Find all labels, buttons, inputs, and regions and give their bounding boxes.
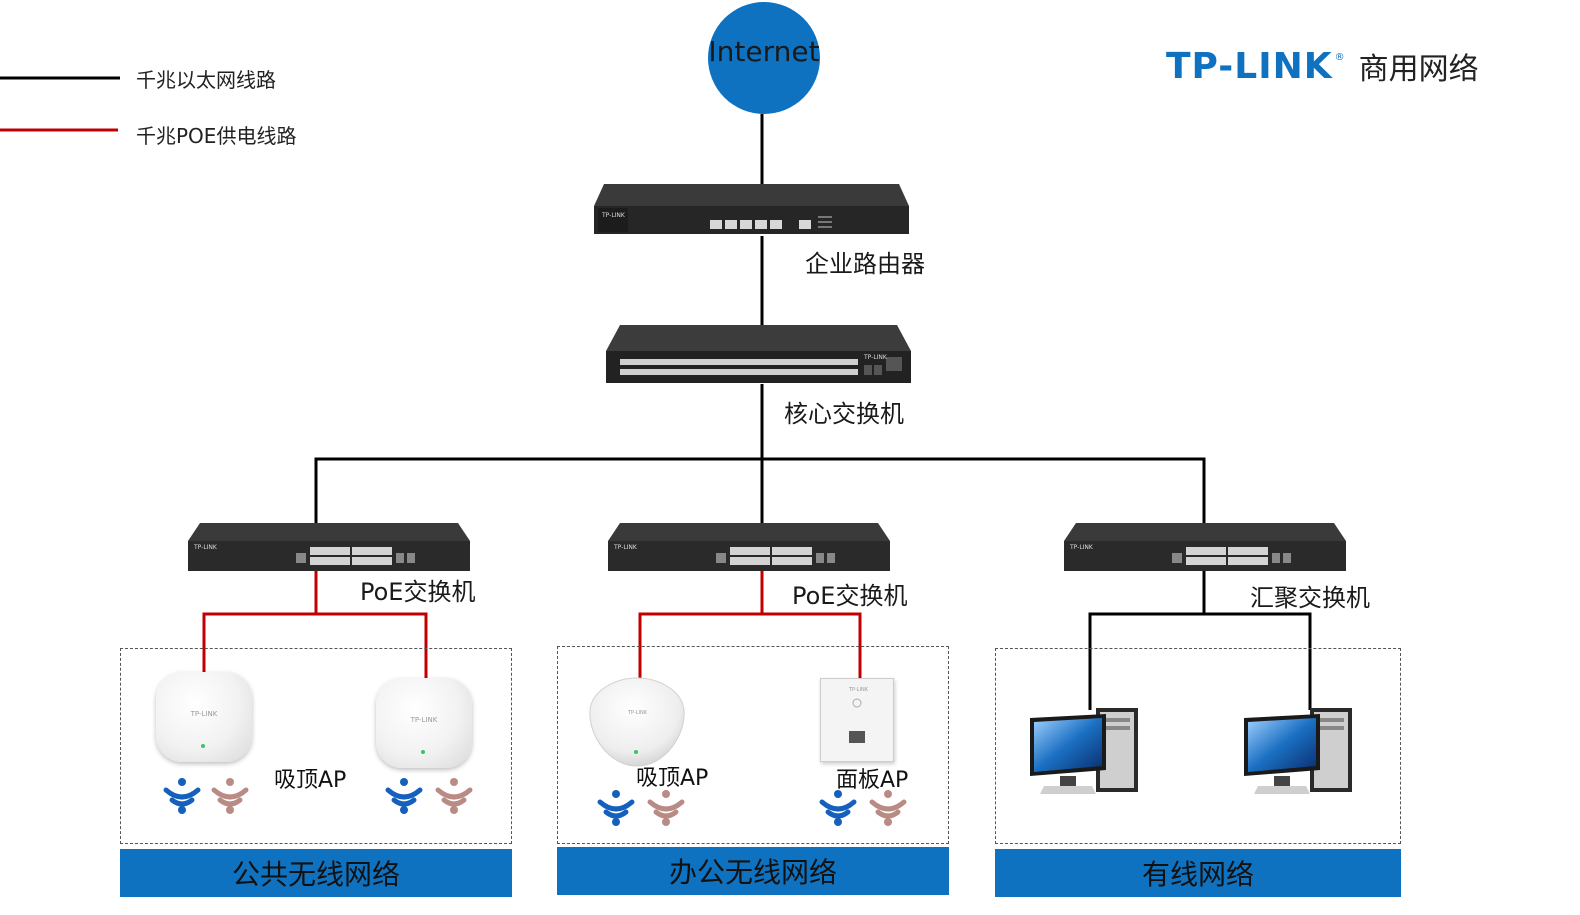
public-wireless-title: 公共无线网络 (231, 858, 400, 891)
brand-logo: TP-LINK ® 商用网络 (1166, 44, 1479, 88)
ap-led (201, 744, 205, 748)
access-point-icon: TP-LINK (589, 677, 685, 767)
core-switch-icon: TP-LINK (606, 325, 911, 383)
aggregation-switch-icon: TP-LINK (1064, 523, 1346, 571)
router-brand-text: TP-LINK (601, 212, 626, 219)
wired-link (1088, 570, 1206, 710)
wifi-signal-icon (869, 790, 907, 826)
desktop-computer-icon (1244, 708, 1352, 794)
wired-title-bar: 有线网络 (995, 849, 1401, 897)
office-wireless-title: 办公无线网络 (668, 856, 837, 889)
access-point-icon: TP-LINK (376, 678, 472, 768)
wired-title: 有线网络 (1141, 858, 1254, 891)
wifi-signal-icon (597, 790, 635, 826)
poe-switch-1-icon: TP-LINK (188, 523, 470, 571)
public-wireless-zone (120, 648, 512, 844)
office-panel-ap-label: 面板AP (836, 768, 909, 793)
office-wireless-title-bar: 办公无线网络 (557, 847, 949, 895)
poe-switch-1-label: PoE交换机 (360, 578, 476, 606)
wifi-signal-icon (819, 790, 857, 826)
wifi-signal-icon (435, 778, 473, 814)
poe-link-office-2 (762, 612, 862, 680)
ap-led (421, 750, 425, 754)
poe-link-public (202, 570, 318, 672)
wifi-signal-icon (647, 790, 685, 826)
poe-switch-2-icon: TP-LINK (608, 523, 890, 571)
wired-zone (995, 648, 1401, 844)
router-icon: TP-LINK (594, 184, 909, 234)
aggregation-switch-label: 汇聚交换机 (1250, 584, 1370, 612)
desktop-computer-icon (1030, 708, 1138, 794)
office-wireless-zone (557, 646, 949, 844)
aggregation-switch-brand-text: TP-LINK (1069, 544, 1094, 551)
distribution-bus (314, 457, 1206, 525)
poe-link-public-2 (316, 612, 428, 684)
legend-poe-label: 千兆POE供电线路 (136, 124, 297, 148)
router-label: 企业路由器 (805, 250, 925, 278)
brand-registered-mark: ® (1334, 51, 1345, 63)
brand-subtitle: 商用网络 (1358, 52, 1479, 87)
internet-node: Internet (708, 2, 820, 114)
core-switch-label: 核心交换机 (784, 400, 904, 428)
wifi-signal-icon (211, 778, 249, 814)
office-ceiling-ap-label: 吸顶AP (636, 766, 709, 791)
access-point-icon: TP-LINK (156, 672, 252, 762)
public-ap-label: 吸顶AP (274, 768, 347, 793)
ap-brand-text: TP-LINK (410, 716, 438, 724)
wired-link-2 (1204, 612, 1312, 710)
poe-switch-2-brand-text: TP-LINK (613, 544, 638, 551)
ap-brand-text: TP-LINK (190, 710, 218, 718)
ap-brand-text: TP-LINK (627, 710, 648, 716)
wall-panel-ap-icon: TP-LINK (820, 678, 894, 762)
wifi-signal-icon (163, 778, 201, 814)
brand-logo-text: TP-LINK (1166, 45, 1333, 87)
core-switch-brand-text: TP-LINK (863, 354, 888, 361)
legend-ethernet-label: 千兆以太网线路 (136, 68, 276, 92)
internet-label: Internet (708, 34, 820, 68)
public-wireless-title-bar: 公共无线网络 (120, 849, 512, 897)
poe-switch-1-brand-text: TP-LINK (193, 544, 218, 551)
panel-ap-brand-text: TP-LINK (848, 687, 869, 693)
wifi-signal-icon (385, 778, 423, 814)
poe-switch-2-label: PoE交换机 (792, 582, 908, 610)
